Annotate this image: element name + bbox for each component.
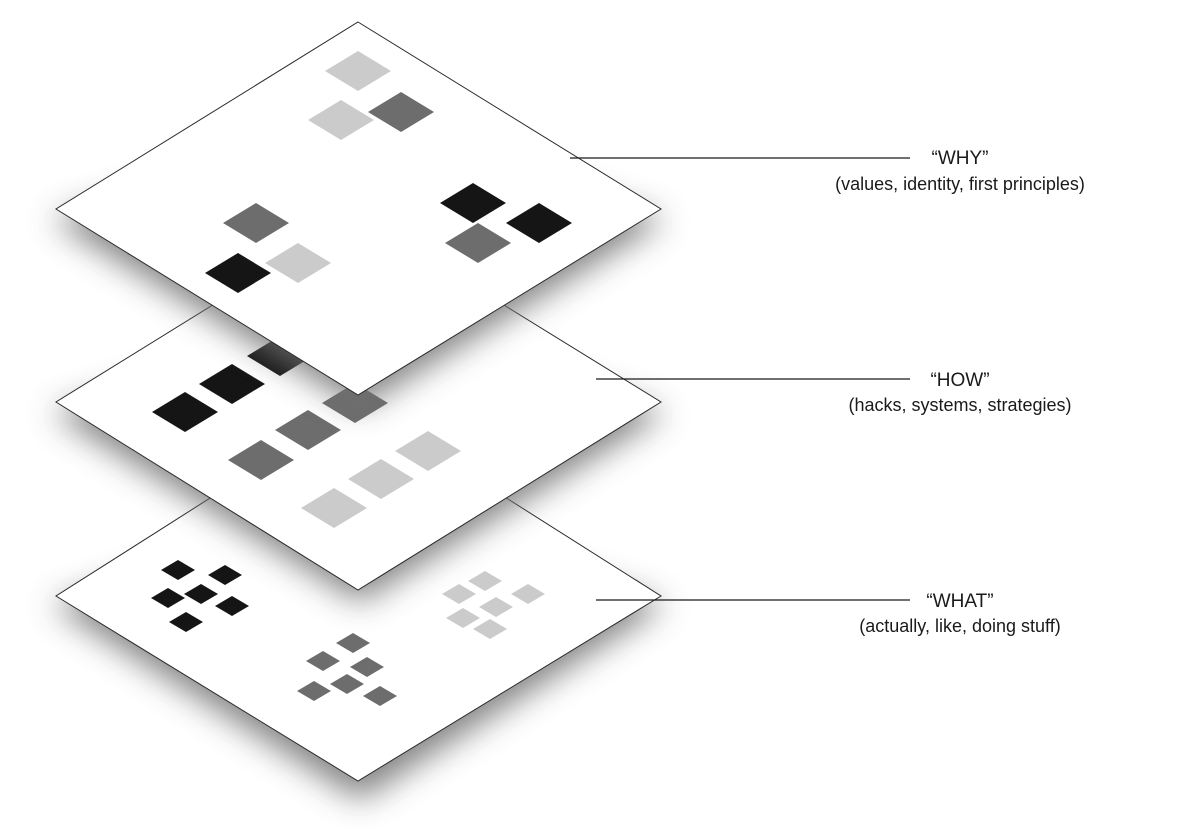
layer-description: (actually, like, doing stuff)	[859, 616, 1060, 636]
tile	[442, 584, 476, 604]
tile	[468, 571, 502, 591]
label-what: “WHAT” (actually, like, doing stuff)	[859, 591, 1060, 636]
layer-title: “WHAT”	[926, 591, 993, 612]
tile	[265, 243, 331, 283]
tile	[275, 410, 341, 450]
tile	[330, 674, 364, 694]
tile	[306, 651, 340, 671]
why-light-tiles	[265, 51, 391, 283]
leader-lines	[570, 157, 910, 601]
tile	[368, 92, 434, 132]
tile	[446, 608, 480, 628]
tile	[297, 681, 331, 701]
tile	[506, 203, 572, 243]
tile	[199, 364, 265, 404]
tile	[228, 440, 294, 480]
tile	[184, 584, 218, 604]
tile	[445, 223, 511, 263]
how-light-tiles	[301, 431, 461, 528]
tile	[208, 565, 242, 585]
label-why: “WHY” (values, identity, first principle…	[835, 148, 1085, 194]
tile	[308, 100, 374, 140]
tile	[169, 612, 203, 632]
tile	[336, 633, 370, 653]
what-dark-tiles	[151, 560, 249, 632]
tile	[223, 203, 289, 243]
why-mid-tiles	[223, 92, 511, 263]
tile	[348, 459, 414, 499]
layer-title: “WHY”	[932, 148, 989, 169]
tile	[301, 488, 367, 528]
tile	[350, 657, 384, 677]
layer-description: (values, identity, first principles)	[835, 174, 1085, 194]
plane-why	[55, 21, 662, 396]
tile	[473, 619, 507, 639]
why-dark-tiles	[205, 183, 572, 293]
tile	[151, 588, 185, 608]
tile	[479, 597, 513, 617]
layer-why	[52, 21, 665, 408]
tile	[395, 431, 461, 471]
tile	[325, 51, 391, 91]
what-light-tiles	[442, 571, 545, 639]
tile	[152, 392, 218, 432]
tile	[511, 584, 545, 604]
label-how: “HOW” (hacks, systems, strategies)	[848, 370, 1071, 415]
tile	[161, 560, 195, 580]
layer-description: (hacks, systems, strategies)	[848, 395, 1071, 415]
tile	[205, 253, 271, 293]
what-mid-tiles	[297, 633, 397, 706]
tile	[215, 596, 249, 616]
tile	[440, 183, 506, 223]
tile	[363, 686, 397, 706]
layer-title: “HOW”	[930, 370, 989, 391]
